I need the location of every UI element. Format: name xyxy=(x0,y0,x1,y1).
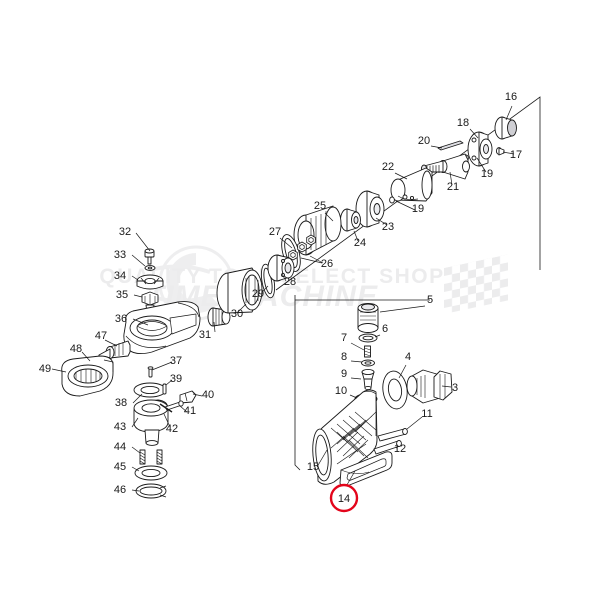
part-30-housing-nut xyxy=(216,267,263,314)
callout-44: 44 xyxy=(114,441,126,453)
callout-8: 8 xyxy=(341,351,347,363)
callout-22: 22 xyxy=(382,161,394,173)
callout-12: 12 xyxy=(394,443,406,455)
callout-46: 46 xyxy=(114,484,126,496)
callout-7: 7 xyxy=(341,332,347,344)
part-28-clutch xyxy=(267,254,295,282)
callout-19-front: 19 xyxy=(412,203,424,215)
part-18-rear-plate xyxy=(467,131,493,167)
callout-16: 16 xyxy=(505,91,517,103)
callout-47: 47 xyxy=(95,330,107,342)
callout-32: 32 xyxy=(119,226,131,238)
callout-37: 37 xyxy=(170,355,182,367)
callout-11: 11 xyxy=(421,408,432,420)
part-37-pin xyxy=(147,366,154,378)
part-32-screw xyxy=(144,248,155,265)
part-20-key xyxy=(437,140,464,151)
part-4-washer xyxy=(382,370,408,410)
callout-36: 36 xyxy=(115,313,127,325)
callout-15: 15 xyxy=(307,461,319,473)
callout-3: 3 xyxy=(452,382,458,394)
callout-10: 10 xyxy=(335,385,347,397)
callout-42: 42 xyxy=(166,423,178,435)
part-7-spring xyxy=(364,345,371,358)
part-46-snap-ring xyxy=(135,483,167,499)
part-23-front-plate xyxy=(355,190,385,228)
callout-9: 9 xyxy=(341,368,347,380)
callout-17: 17 xyxy=(510,149,522,161)
checkered-flag xyxy=(444,254,508,314)
callout-4: 4 xyxy=(405,351,411,363)
callout-26: 26 xyxy=(321,258,333,270)
callout-28: 28 xyxy=(284,276,296,288)
part-49-spanner-wrench xyxy=(61,355,114,397)
callout-48: 48 xyxy=(70,343,82,355)
part-42-pin xyxy=(159,403,173,413)
part-39-pin xyxy=(162,383,167,395)
callout-19-rear: 19 xyxy=(481,168,493,180)
callout-49: 49 xyxy=(39,363,51,375)
part-8-o-ring xyxy=(361,359,375,367)
callout-18: 18 xyxy=(457,117,469,129)
part-15-main-body xyxy=(312,389,378,485)
part-19-pin-front xyxy=(389,196,395,204)
callout-25: 25 xyxy=(314,200,326,212)
callout-20: 20 xyxy=(418,135,430,147)
callout-35: 35 xyxy=(116,289,128,301)
part-3-inlet-bushing xyxy=(406,369,453,404)
callout-33: 33 xyxy=(114,249,126,261)
part-45-washer xyxy=(134,465,168,481)
callout-41: 41 xyxy=(184,405,196,417)
callout-21: 21 xyxy=(447,181,459,193)
part-34-bearing-cap xyxy=(136,274,164,290)
part-12-screw xyxy=(373,440,402,455)
part-16-end-cap xyxy=(494,116,517,140)
callout-27: 27 xyxy=(269,226,281,238)
part-33-washer xyxy=(144,265,156,271)
motor-assembly-group xyxy=(281,116,517,272)
part-6-o-ring xyxy=(358,333,378,343)
callout-34: 34 xyxy=(114,270,126,282)
callout-43: 43 xyxy=(114,421,126,433)
part-24-bearing xyxy=(340,208,361,232)
angle-head-assembly-group xyxy=(61,234,316,499)
part-36-angle-head-body xyxy=(123,301,201,355)
callout-38: 38 xyxy=(115,397,127,409)
callout-40: 40 xyxy=(202,389,214,401)
part-5-filter xyxy=(357,303,379,333)
part-17-screw xyxy=(495,147,505,156)
callout-23: 23 xyxy=(382,221,394,233)
callout-45: 45 xyxy=(114,461,126,473)
body-handle-assembly-group xyxy=(312,303,453,488)
divider-lower-right xyxy=(294,295,301,471)
callout-24: 24 xyxy=(354,237,366,249)
callout-30: 30 xyxy=(231,308,243,320)
highlight-label: 14 xyxy=(338,493,350,505)
part-14-trigger-lever xyxy=(339,451,393,488)
callout-5: 5 xyxy=(427,294,433,306)
callout-labels: 3 4 5 6 7 8 9 10 11 12 15 16 17 18 19 19… xyxy=(39,91,522,496)
callout-31: 31 xyxy=(199,329,211,341)
part-38-washer xyxy=(133,382,167,398)
highlight-circle[interactable] xyxy=(329,483,359,513)
leader-lines xyxy=(51,105,515,492)
part-11-screw xyxy=(377,428,408,442)
part-43-valve-body xyxy=(133,399,169,446)
highlighted-callout-14[interactable]: 14 xyxy=(329,483,359,513)
part-9-valve xyxy=(361,368,375,391)
callout-29: 29 xyxy=(252,288,264,300)
part-21-rotor xyxy=(420,153,470,180)
part-22-cylinder xyxy=(390,167,433,202)
callout-6: 6 xyxy=(382,323,388,335)
part-44-springs xyxy=(139,449,163,465)
callout-39: 39 xyxy=(170,373,182,385)
